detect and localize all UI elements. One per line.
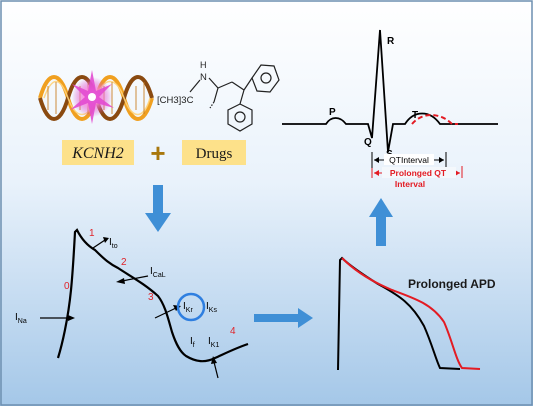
ikr-highlight-circle — [176, 292, 206, 322]
phase-label-4: 4 — [230, 326, 236, 337]
prolonged-apd-label: Prolonged APD — [408, 277, 496, 291]
ecg-panel: R P Q S T QTInterval Prolonged QT Interv… — [282, 29, 498, 189]
action-potential-trace — [56, 228, 249, 363]
up-arrow-icon — [369, 198, 393, 246]
prolonged-apd-trace — [341, 257, 481, 370]
current-ikr: IKr — [183, 301, 193, 314]
phase-label-2: 2 — [121, 257, 127, 268]
kcnh2-box — [62, 140, 134, 165]
amine-n-label: N — [200, 72, 207, 83]
phase-label-1: 1 — [89, 228, 95, 239]
action-potential: 0 1 2 3 4 INa Ito ICaL IKr IKs If IK1 — [15, 228, 249, 379]
plus-sign: + — [150, 138, 165, 168]
ecg-wave-p: P — [329, 107, 336, 118]
ecg-prolonged-t-wave — [411, 114, 458, 125]
current-iks: IKs — [206, 301, 217, 314]
ecg-wave-r: R — [387, 36, 395, 47]
current-ito: Ito — [109, 237, 118, 250]
drug-structure: [CH3]3C H N — [157, 60, 280, 132]
prolonged-apd-panel: Prolonged APD — [337, 256, 496, 371]
prolonged-qt-label-line1: Prolonged QT — [390, 168, 447, 178]
down-arrow-icon — [145, 185, 171, 232]
phase-label-3: 3 — [148, 292, 154, 303]
current-if: If — [190, 336, 195, 349]
drugs-label: Drugs — [196, 146, 233, 162]
tert-butyl-group-label: [CH3]3C — [157, 95, 194, 106]
drugs-box — [182, 140, 246, 165]
ecg-wave-q: Q — [364, 137, 372, 148]
kcnh2-label: KCNH2 — [71, 145, 124, 162]
right-arrow-icon — [254, 308, 313, 328]
ecg-wave-t: T — [412, 110, 418, 121]
phase-label-0: 0 — [64, 281, 70, 292]
qt-interval-label: QTInterval — [389, 155, 429, 165]
prolonged-qt-label-line2: Interval — [395, 179, 425, 189]
current-ina: INa — [15, 312, 27, 325]
mutation-star-icon — [70, 70, 114, 124]
current-ik1: IK1 — [208, 336, 219, 349]
current-ical: ICaL — [150, 266, 166, 279]
amine-h-label: H — [200, 60, 207, 70]
